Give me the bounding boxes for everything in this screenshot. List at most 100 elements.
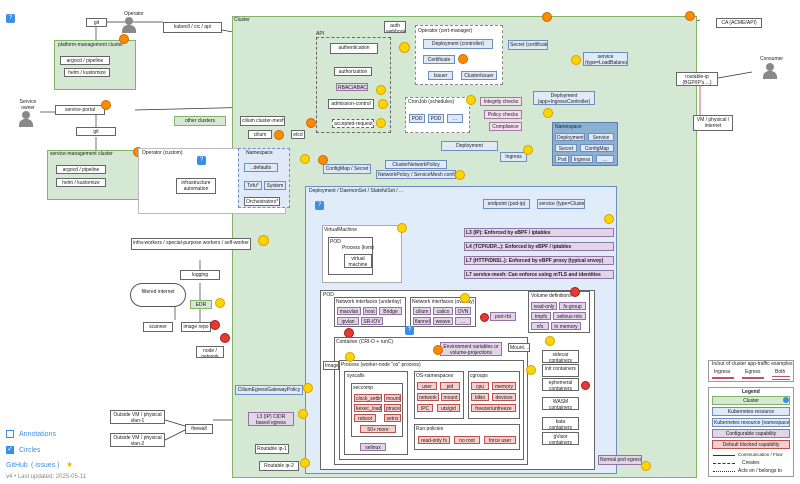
service-portal[interactable]: service-portal: [55, 105, 105, 115]
circles-checkbox[interactable]: ✓: [6, 446, 14, 454]
issues-link[interactable]: ( issues ): [31, 462, 60, 469]
ns-secret[interactable]: Secret: [555, 144, 577, 152]
cronjob-pod-more[interactable]: ...: [447, 114, 463, 123]
overlay-calico[interactable]: calico: [433, 307, 453, 315]
outside-vm-vlan2[interactable]: Outside VM / physical vlan-2: [110, 433, 165, 447]
sidecar-containers[interactable]: sidecar containers: [542, 350, 579, 363]
ns-more[interactable]: ...: [596, 155, 614, 163]
overlay-cilium[interactable]: cilium: [413, 307, 431, 315]
scanner-box[interactable]: scanner: [143, 322, 173, 332]
networkpolicy-servicemesh[interactable]: NetworkPolicy / ServiceMesh config: [376, 170, 456, 179]
vm-physical-internet[interactable]: VM / physical / internet: [693, 115, 733, 131]
l3-cidr-egress[interactable]: L3 (IP) CIDR based egress: [248, 412, 294, 426]
cronjob-pod-1[interactable]: POD: [409, 114, 425, 123]
cronjob-pod-2[interactable]: POD: [428, 114, 444, 123]
ns-ipc-box[interactable]: IPC: [417, 404, 433, 412]
admission-control[interactable]: admission-control: [328, 99, 374, 109]
ephemeral-containers[interactable]: ephemeral containers: [542, 378, 579, 391]
issuer-box[interactable]: Issuer: [428, 71, 453, 80]
overlay-more[interactable]: ...: [455, 317, 471, 325]
ns-configmap[interactable]: ConfigMap: [580, 144, 614, 152]
ipvlan-box[interactable]: ipvlan: [337, 317, 359, 325]
ns-pod[interactable]: Pod: [555, 155, 569, 163]
l3-enforcement[interactable]: L3 (IP): Enforced by eBPF / iptables: [464, 228, 614, 237]
ingress-mid[interactable]: Ingress: [500, 152, 527, 162]
configmap-secret[interactable]: ConfigMap / Secret: [323, 164, 371, 174]
routable-ip-1[interactable]: Routable ip-1: [255, 444, 289, 454]
certificate-box[interactable]: Certificate: [423, 55, 455, 64]
annotations-label[interactable]: Annotations: [19, 431, 56, 438]
volume-selinux-mls[interactable]: selinux-mls: [553, 312, 586, 320]
info-icon[interactable]: ?: [6, 14, 15, 23]
secret-certificate[interactable]: Secret (certificate): [508, 40, 548, 50]
star-icon[interactable]: ★: [66, 460, 74, 469]
ca-box[interactable]: CA (ACME/API): [716, 18, 762, 28]
run-readonly-fs[interactable]: read-only fs: [418, 436, 450, 444]
syscall-mount[interactable]: mount: [384, 394, 401, 402]
ns-mount-box[interactable]: mount: [441, 393, 460, 401]
other-clusters[interactable]: other clusters: [174, 116, 226, 126]
clusterissuer-box[interactable]: ClusterIssuer: [461, 71, 497, 80]
syscall-setns[interactable]: setns: [384, 414, 401, 422]
wasm-containers[interactable]: WASM containers: [542, 397, 579, 410]
macvlan-box[interactable]: macvlan: [337, 307, 361, 315]
argocd-bot[interactable]: argocd / pipeline: [56, 165, 106, 174]
run-force-user[interactable]: force user: [484, 436, 516, 444]
volume-fs-group[interactable]: fs-group: [559, 302, 586, 310]
ns-service[interactable]: Service: [588, 133, 614, 141]
argocd-top[interactable]: argocd / pipeline: [60, 56, 110, 65]
syscall-ptrace[interactable]: ptrace: [384, 404, 401, 412]
tofu-box[interactable]: Tofu*: [244, 181, 262, 190]
circles-label[interactable]: Circles: [19, 447, 41, 454]
cgroup-devices[interactable]: devices: [492, 393, 516, 401]
volume-tmpfs[interactable]: tmpfs: [531, 312, 551, 320]
ns-network-box[interactable]: network: [417, 393, 439, 401]
logging-box[interactable]: logging: [180, 270, 220, 280]
outside-vm-vlan1[interactable]: Outside VM / physical vlan-1: [110, 410, 165, 424]
routable-ip-box[interactable]: routable-ip (BGP/IP's ...): [676, 72, 718, 86]
kubectl-box[interactable]: kubectl / cic / api: [163, 22, 222, 33]
firewall-box[interactable]: firewall: [185, 424, 213, 434]
auth-webhook[interactable]: auth webhook: [384, 21, 406, 33]
git-mid[interactable]: git: [76, 127, 116, 136]
port-rbt[interactable]: port-rbt: [490, 312, 516, 321]
helm-top[interactable]: helm / kustomize: [64, 68, 110, 77]
l7-mesh-enforcement[interactable]: L7 service-mesh: Can enforce using mTLS …: [464, 270, 614, 279]
service-clusterip[interactable]: service (type=ClusterIP): [537, 199, 585, 209]
ns-uts-box[interactable]: uts/gid: [437, 404, 460, 412]
image-box[interactable]: Image: [323, 361, 339, 370]
github-link[interactable]: GitHub: [6, 462, 28, 469]
env-vars-box[interactable]: Environment variables or volume-projecti…: [440, 342, 502, 356]
edr-box[interactable]: EDR: [190, 300, 212, 309]
rbac-box[interactable]: RBAC/ABAC: [336, 83, 368, 91]
deployment-mid[interactable]: Deployment: [441, 141, 498, 151]
system-box[interactable]: System: [264, 181, 286, 190]
accepted-requests[interactable]: accepted-requests: [332, 119, 374, 128]
ns-user-box[interactable]: user: [417, 382, 437, 390]
info-icon[interactable]: ?: [197, 156, 206, 165]
cilium-cluster-mesh[interactable]: cilium cluster-mesh: [240, 116, 285, 126]
cilium-box[interactable]: cilium: [248, 130, 272, 139]
node-network[interactable]: node / network: [196, 346, 224, 358]
cgroup-memory[interactable]: memory: [492, 382, 516, 390]
helm-bot[interactable]: helm / kustomize: [56, 178, 106, 187]
cgroup-freezer[interactable]: freezer/unfreeze: [471, 404, 516, 412]
infra-workers[interactable]: infra-workers / special-purpose workers …: [131, 238, 251, 250]
selinux-box[interactable]: selinux: [360, 443, 386, 451]
mount-box[interactable]: Mount, ...: [508, 343, 530, 352]
host-box[interactable]: host: [363, 307, 377, 315]
l7-enforcement[interactable]: L7 (HTTP/DNS/..): Enforced by eBPF proxy…: [464, 256, 614, 265]
volume-read-only[interactable]: read-only: [531, 302, 557, 310]
compliance-box[interactable]: Compliance: [489, 122, 522, 131]
service-loadbalancer[interactable]: service (type=LoadBalancer): [583, 52, 628, 66]
policy-checks[interactable]: Policy checks: [484, 110, 522, 119]
defaults-box[interactable]: ..defaults: [244, 163, 278, 172]
etcd-box[interactable]: etcd: [291, 130, 305, 139]
clusternetworkpolicy[interactable]: ClusterNetworkPolicy: [385, 160, 447, 169]
init-containers[interactable]: init containers: [542, 364, 579, 377]
info-icon[interactable]: ?: [315, 201, 324, 210]
kata-containers[interactable]: kata containers: [542, 417, 579, 430]
deployment-ingress-controller[interactable]: Deployment (app+IngressController): [533, 91, 595, 105]
authentication-box[interactable]: authentication: [330, 43, 378, 54]
overlay-ovn[interactable]: OVN: [455, 307, 471, 315]
